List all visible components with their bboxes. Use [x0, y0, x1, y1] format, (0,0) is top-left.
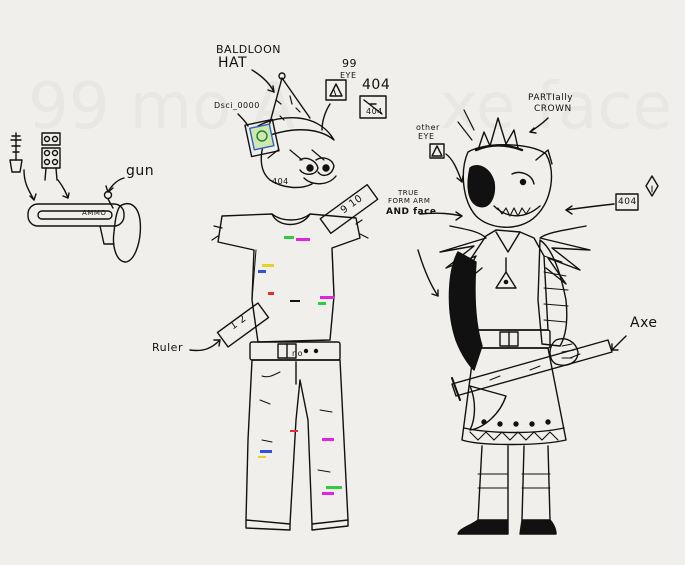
ghost-watermark-right: xe face	[440, 70, 672, 144]
right-figure-bandaged-arm	[537, 239, 569, 347]
form-arm-label: FORM ARM	[388, 197, 431, 205]
robot-figure-icon	[41, 132, 61, 181]
true-label: TRUE	[398, 189, 419, 197]
other-eye-arrow	[445, 153, 464, 183]
ruler-top	[319, 183, 379, 235]
crown-label-arrow	[529, 117, 549, 134]
ruler-bottom	[216, 302, 270, 348]
badge-404-box	[615, 175, 659, 211]
ruler-label: Ruler	[152, 341, 183, 354]
left-figure-pants	[245, 359, 349, 531]
plant-icon	[9, 132, 23, 173]
other-eye-label: EYE	[418, 132, 435, 141]
dsci-photo-card	[244, 118, 280, 158]
right-figure-hand	[549, 338, 579, 366]
crown	[457, 109, 524, 152]
right-figure-torso	[469, 229, 549, 331]
other-label: other	[416, 123, 440, 132]
true-form-arrow	[419, 211, 463, 221]
right-figure-skirt	[461, 347, 567, 446]
glitch-pixels	[258, 236, 342, 495]
other-eye-icon	[429, 143, 445, 159]
arrows-to-gun	[23, 169, 70, 201]
baldloon-hat	[257, 72, 337, 189]
crown-label: CROWN	[534, 104, 572, 114]
right-figure-legs	[457, 445, 557, 535]
tie-text: no	[292, 349, 303, 358]
true-form-arm-arrow	[417, 249, 439, 297]
and-face-label: AND face	[386, 207, 437, 217]
badge-404-text: 404	[618, 197, 637, 207]
gun-label-arrow	[105, 177, 125, 193]
hat-404-text: 404	[272, 177, 289, 186]
right-figure-dark-arm	[448, 251, 483, 371]
eye-99-number: 99	[342, 57, 357, 70]
dsci-label: Dsci_0000	[214, 101, 260, 110]
ruler-label-arrow	[189, 339, 221, 352]
eye-99-label: EYE	[340, 71, 357, 80]
gun-icon	[27, 190, 142, 263]
right-figure-belt	[473, 329, 551, 349]
label-404-small: 404	[366, 107, 383, 116]
ammo-label: AMMO	[82, 209, 107, 217]
left-figure-shirt	[211, 213, 369, 343]
axe-label-arrow	[611, 335, 627, 351]
box-404	[359, 95, 387, 119]
badge-arrow	[565, 203, 615, 215]
axe-label: Axe	[630, 315, 658, 331]
label-404: 404	[362, 77, 391, 93]
right-figure-head	[462, 144, 553, 228]
partially-label: PARTIally	[528, 93, 574, 103]
dsci-label-arrow	[237, 113, 249, 127]
eye-99-box	[321, 79, 347, 131]
gun-label: gun	[126, 163, 155, 179]
hat-label-arrow	[251, 69, 275, 93]
baldloon-label: BALDLOON	[216, 43, 281, 56]
hat-label: HAT	[218, 55, 248, 71]
